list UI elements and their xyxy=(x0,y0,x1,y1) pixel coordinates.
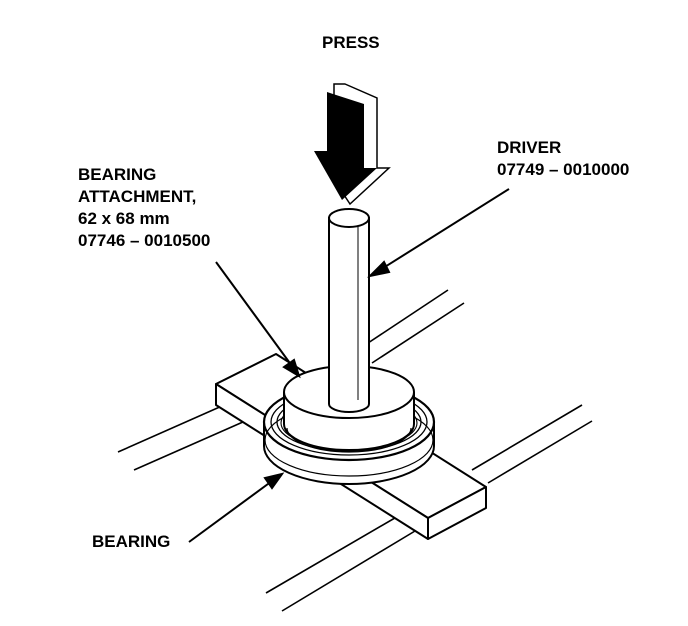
bearing-label: BEARING xyxy=(92,531,170,553)
attachment-leader-arrowhead xyxy=(282,358,301,379)
attachment-part-number: 07746 – 0010500 xyxy=(78,231,211,250)
press-arrow-icon xyxy=(314,83,391,206)
press-rails xyxy=(117,289,593,612)
driver-name: DRIVER xyxy=(497,138,562,157)
press-arrow-fill xyxy=(314,92,377,200)
attachment-line2: ATTACHMENT, xyxy=(78,187,197,206)
press-label: PRESS xyxy=(322,32,380,54)
driver-top-face xyxy=(328,208,370,228)
rail-lower-right-a xyxy=(471,404,583,471)
rail-lower-right-b xyxy=(487,420,593,484)
driver-label: DRIVER 07749 – 0010000 xyxy=(497,137,629,181)
rail-upper-right-a xyxy=(364,289,449,346)
attachment-shadow-line xyxy=(286,427,412,453)
bearing-leader-line xyxy=(188,480,273,543)
attachment-line1: BEARING xyxy=(78,165,157,184)
rail-lower-left-a xyxy=(265,514,401,594)
driver xyxy=(328,208,370,413)
driver-shaft xyxy=(328,217,370,413)
rail-lower-left-b xyxy=(281,530,416,612)
press-label-text: PRESS xyxy=(322,33,380,52)
support-block-front-right xyxy=(427,486,487,540)
attachment-leader-line xyxy=(215,261,293,367)
driver-part-number: 07749 – 0010000 xyxy=(497,160,630,179)
rail-upper-right-b xyxy=(371,302,465,364)
bearing-leader-arrowhead xyxy=(263,472,285,490)
attachment-size: 62 x 68 mm xyxy=(78,209,170,228)
bearing-label-text: BEARING xyxy=(92,532,171,551)
driver-leader-line xyxy=(379,188,510,271)
rail-upper-left-b xyxy=(133,417,253,471)
leader-lines xyxy=(188,188,510,543)
driver-leader-arrowhead xyxy=(366,260,391,278)
bearing-attachment-label: BEARING ATTACHMENT, 62 x 68 mm 07746 – 0… xyxy=(78,164,210,252)
